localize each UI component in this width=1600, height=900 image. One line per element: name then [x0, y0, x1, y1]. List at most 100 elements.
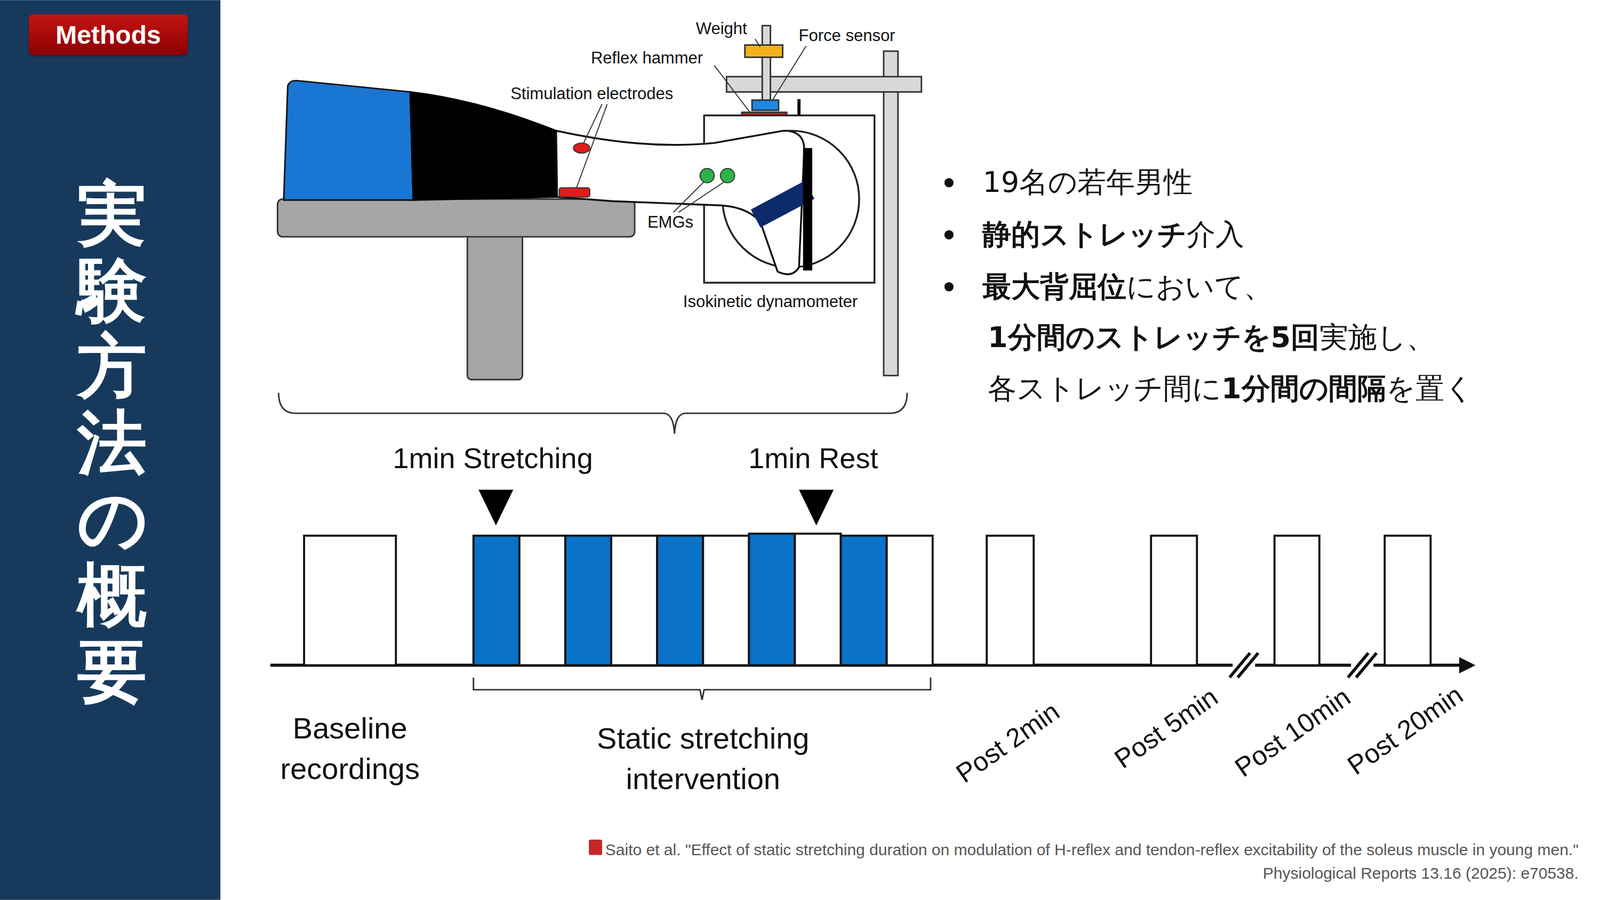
timeline-boxes [304, 533, 1431, 666]
table [277, 198, 635, 380]
setup-brace [278, 393, 908, 435]
axis-breaks [1229, 653, 1377, 678]
emg-electrodes [720, 168, 735, 183]
citation: Physiological Reports 13.16 (2025): e705… [1262, 862, 1579, 885]
axis-breaks [1237, 653, 1259, 678]
table [277, 198, 635, 237]
table [467, 234, 523, 380]
phase-label: Baseline recordings [261, 708, 438, 790]
part-label-wrap: Stimulation electrodes [510, 82, 674, 106]
section-badge: Methods [28, 14, 188, 55]
intervention-bracket [473, 677, 931, 701]
book-icon [588, 840, 603, 856]
bullet-line: 静的ストレッチ介入 [982, 215, 1245, 255]
bullet-line: 1分間のストレッチを5回実施し、 [987, 318, 1436, 358]
subject [283, 80, 805, 275]
timeline-boxes [1274, 536, 1320, 666]
phase-label-wrap: 1min Stretching [393, 438, 594, 478]
timeline-boxes [841, 536, 887, 666]
part-label-wrap: Weight [696, 17, 748, 40]
subject [410, 91, 561, 200]
time-label: Post 2min [949, 693, 1068, 792]
bullet-text: 介入 [1186, 217, 1245, 252]
bullet-text: において、 [1126, 269, 1273, 303]
bullet-dots [944, 178, 954, 292]
intervention-bracket [473, 677, 931, 701]
timeline-boxes [886, 536, 933, 666]
force-sensor [752, 100, 779, 111]
phase-label: 1min Stretching [393, 438, 594, 478]
part-label-wrap: Reflex hammer [590, 46, 703, 70]
title-wrap: 実験方法の概要 [77, 176, 147, 710]
timeline-boxes [565, 536, 612, 666]
phase-label-wrap: Static stretching intervention [553, 718, 853, 800]
stimulation-electrodes [573, 142, 590, 154]
leader-lines [583, 104, 602, 143]
timeline-boxes [473, 536, 520, 666]
foot-plate [750, 148, 815, 271]
part-label: EMGs [647, 211, 694, 234]
bullet-line: 最大背屈位において、 [982, 267, 1273, 307]
subject [283, 80, 414, 200]
timeline-boxes [1384, 536, 1431, 666]
emg-electrodes [700, 168, 735, 183]
time-label: Post 10min [1227, 679, 1358, 786]
leader-lines [714, 65, 750, 113]
leader-lines [755, 38, 761, 47]
time-label: Post 5min [1107, 680, 1226, 778]
part-label-wrap: Force sensor [798, 24, 896, 47]
stimulation-electrodes [558, 142, 590, 197]
phase-label-wrap: 1min Rest [748, 438, 878, 478]
bullet-text-bold: 最大背屈位 [982, 269, 1127, 303]
citation: Saito et al. "Effect of static stretchin… [605, 839, 1579, 862]
part-label: Force sensor [798, 24, 896, 47]
bullet-text-bold: 1分間の間隔 [1221, 371, 1387, 405]
frame [726, 76, 922, 93]
timeline-boxes [702, 536, 749, 666]
timeline-axis [1459, 657, 1476, 674]
badge-text: Methods [55, 20, 161, 50]
timeline-boxes [657, 536, 703, 666]
part-label: Reflex hammer [590, 46, 703, 70]
axis-breaks [1356, 653, 1377, 678]
axis-breaks [1350, 653, 1374, 678]
timeline-boxes [986, 536, 1034, 666]
frame [762, 25, 771, 102]
time-label-wrap: Post 20min [1340, 677, 1471, 784]
bullet-dots [944, 178, 954, 188]
part-label-wrap: EMGs [647, 211, 694, 234]
phase-label: Static stretching intervention [553, 718, 853, 800]
time-label: Post 20min [1340, 677, 1471, 784]
phase-label-wrap: Baseline recordings [261, 708, 438, 790]
bullet-text: 19名の若年男性 [982, 165, 1193, 199]
weight [745, 44, 783, 58]
bullet-line: 各ストレッチ間に1分間の間隔を置く [987, 369, 1474, 408]
leader-lines [576, 104, 607, 188]
bullet-text: 各ストレッチ間に [987, 371, 1222, 405]
phase-label: 1min Rest [748, 438, 878, 478]
part-label: Isokinetic dynamometer [683, 290, 858, 314]
foot-plate [803, 148, 813, 271]
time-label-wrap: Post 10min [1227, 679, 1358, 786]
timeline-boxes [1150, 536, 1197, 666]
bullet-text: 実施し、 [1319, 320, 1436, 355]
bullet-text-bold: 1分間のストレッチを5回 [987, 320, 1320, 355]
bullet-dots [944, 230, 954, 240]
stimulation-electrodes [558, 187, 590, 197]
leader-lines [678, 181, 725, 213]
timeline-boxes [794, 533, 841, 666]
pointer-triangles [478, 490, 514, 526]
part-label-wrap: Isokinetic dynamometer [683, 290, 858, 314]
leader-lines [673, 181, 704, 213]
part-label: Stimulation electrodes [510, 82, 674, 106]
leader-lines [772, 45, 806, 100]
timeline-boxes [611, 536, 658, 666]
timeline-boxes [304, 536, 396, 666]
weight [745, 44, 783, 58]
pointer-triangles [478, 490, 834, 526]
timeline-boxes [748, 533, 795, 666]
setup-brace [278, 393, 908, 435]
side-panel [0, 0, 221, 900]
bullet-text-bold: 静的ストレッチ [982, 217, 1187, 252]
